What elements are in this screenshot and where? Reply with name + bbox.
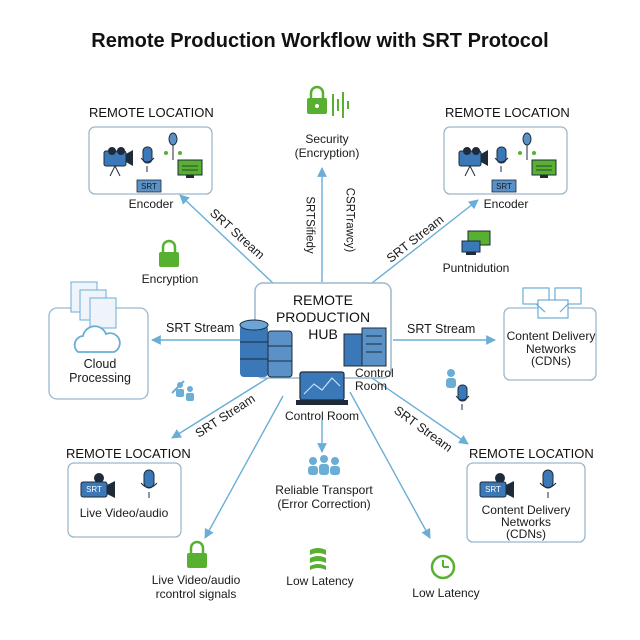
security-label: Security (Encryption): [294, 132, 360, 161]
srt-badge: [491, 179, 517, 193]
control-room-line: Control: [355, 366, 394, 380]
remote-bl-caption: Live Video/audio: [79, 506, 169, 520]
lock-icon: [159, 239, 179, 267]
srt-stream-label-right: SRT Stream: [407, 322, 476, 336]
caption-line: Content Delivery: [481, 503, 571, 517]
arrow-hub-to-remote-tl: [179, 194, 276, 286]
cdn-label-line: Networks: [525, 341, 576, 356]
reliable-line: Reliable Transport: [275, 483, 373, 497]
live-signals-line: rcontrol signals: [155, 586, 237, 601]
encryption-label: Encryption: [141, 272, 199, 286]
low-latency-label: Low Latency: [286, 574, 354, 588]
cdn-label-line: Content Delivery: [506, 329, 596, 343]
microphone-icon: [140, 146, 155, 172]
camera-icon: [80, 473, 115, 498]
control-room-monitor-icon: [296, 371, 348, 405]
low-latency-flag-icon: [310, 548, 326, 570]
person-icon: [446, 369, 456, 388]
cloud-icon: [73, 325, 121, 353]
remote-bl-box: [67, 462, 182, 538]
monitor-icon: [177, 159, 203, 178]
antenna-icon: [164, 132, 182, 160]
hub-title-line: HUB: [308, 325, 338, 342]
arrow-hub-to-remote-br: [371, 377, 469, 445]
camera-icon: [479, 473, 514, 498]
hub-title-line: REMOTE: [293, 292, 353, 308]
arrow-hub-to-remote-tr: [371, 199, 479, 284]
remote-bl-heading: REMOTE LOCATION: [66, 446, 191, 461]
remote-br-heading: REMOTE LOCATION: [469, 446, 594, 461]
arrow-hub-to-live-signals: [204, 395, 284, 539]
arrow-hub-to-remote-bl: [171, 377, 269, 439]
cloud-label: Cloud Processing: [69, 357, 131, 386]
clock-icon: [430, 554, 456, 580]
camera-icon: [103, 147, 133, 177]
microphone-icon: [539, 469, 557, 498]
low-latency-label: Low Latency: [412, 586, 480, 600]
camera-icon: [458, 147, 488, 177]
remote-tl-caption: Encoder: [128, 197, 174, 211]
vertical-arrow-label: CSRTrawcy): [343, 187, 356, 253]
cdn-label: Content Delivery Networks (CDNs): [507, 330, 596, 368]
diagram-title: Remote Production Workflow with SRT Prot…: [91, 30, 549, 52]
cloud-label-line: Cloud: [83, 357, 117, 371]
reliable-line: (Error Correction): [277, 496, 371, 511]
control-room-right-label: Control Room: [355, 367, 394, 392]
live-signals-label: Live Video/audio rcontrol signals: [151, 573, 241, 602]
lock-icon: [307, 85, 327, 114]
team-icon: [308, 455, 340, 475]
hub-title-line: PRODUCTION: [275, 308, 371, 325]
cdn-label-line: (CDNs): [531, 354, 571, 369]
distribution-label: Puntnidution: [442, 261, 510, 275]
remote-br-caption: Content Delivery Networks (CDNs): [482, 504, 571, 540]
users-icon: [171, 380, 194, 401]
srt-badge-label: SRT: [141, 182, 157, 191]
security-label-line: (Encryption): [294, 145, 360, 160]
cdn-network-icon: [522, 287, 582, 319]
control-room-line: Room: [355, 378, 388, 393]
control-room-label: Control Room: [284, 409, 360, 423]
server-rack-icon: [343, 327, 387, 367]
arrow-hub-to-low-latency: [349, 391, 431, 539]
antenna-icon: [518, 132, 536, 160]
srt-badge: [136, 179, 162, 193]
microphone-icon: [494, 146, 509, 172]
monitor-icon: [531, 159, 557, 178]
lock-icon: [187, 540, 207, 568]
srt-badge-label: SRT: [485, 485, 501, 494]
srt-badge-label: SRT: [86, 485, 102, 494]
vertical-arrow-label: SRTSifiedy: [303, 196, 316, 254]
remote-tr-heading: REMOTE LOCATION: [445, 105, 570, 120]
microphone-icon: [455, 384, 470, 410]
microphone-icon: [140, 469, 158, 498]
database-icon: [239, 319, 293, 378]
remote-tr-caption: Encoder: [483, 197, 529, 211]
security-label-line: Security: [305, 132, 349, 146]
caption-line: Networks: [500, 515, 551, 529]
remote-tl-heading: REMOTE LOCATION: [89, 105, 214, 120]
caption-line: (CDNs): [506, 527, 546, 541]
srt-stream-label-left: SRT Stream: [166, 321, 235, 335]
reliable-transport-label: Reliable Transport (Error Correction): [275, 483, 373, 512]
cloud-label-line: Processing: [69, 371, 131, 386]
srt-badge-label: SRT: [496, 182, 512, 191]
distribution-monitor-icon: [461, 230, 491, 255]
document-stack-icon: [70, 281, 117, 329]
live-signals-line: Live Video/audio: [151, 573, 241, 587]
signal-wave-icon: [332, 92, 349, 118]
hub-title: REMOTE PRODUCTION HUB: [255, 292, 391, 342]
